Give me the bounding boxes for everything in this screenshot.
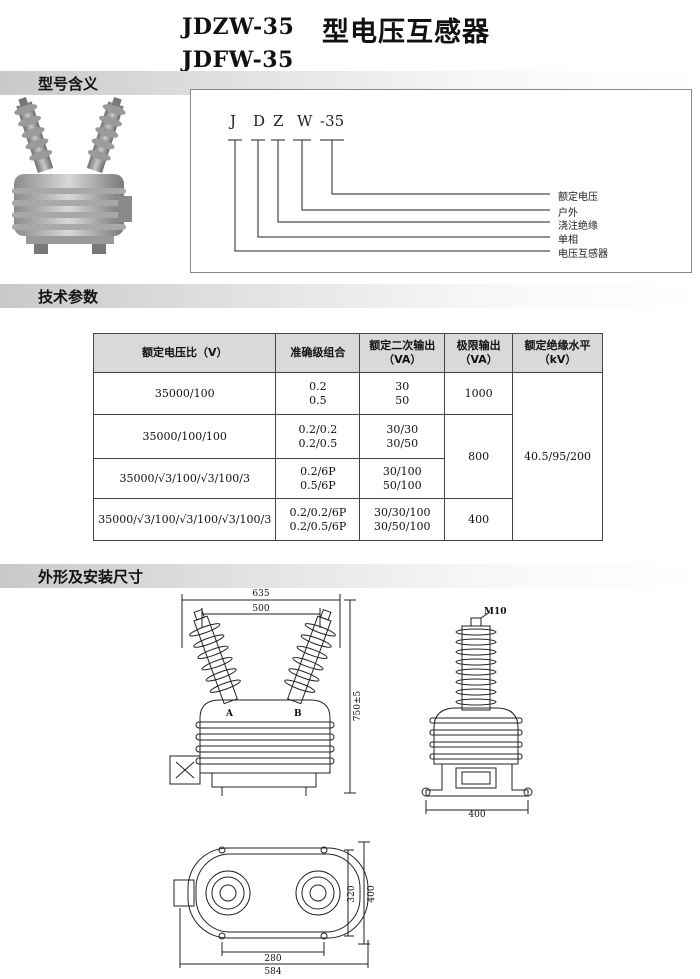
- dim-height: 750±5: [353, 691, 363, 722]
- cell-ratio: 35000/100/100: [92, 414, 277, 459]
- model-code-z: Z: [273, 112, 284, 130]
- table-row: 35000/100 0.2 0.5 30 50 1000 40.5/95/200: [92, 372, 603, 541]
- cell-output: 30/100 50/100: [359, 458, 446, 499]
- dim-bushing-spacing: 500: [252, 604, 269, 614]
- cell-limit-output: 400: [444, 498, 514, 541]
- table-row: 35000/√3/100/√3/100/√3/100/3 0.2/0.2/6P …: [92, 498, 603, 541]
- meaning-cast-insulation: 浇注绝缘: [558, 221, 598, 232]
- cell-limit-output: 1000: [444, 372, 514, 415]
- model-title-jdzw: JDZW-35: [182, 14, 295, 40]
- model-code-voltage: -35: [320, 112, 345, 130]
- cell-accuracy: 0.2/6P 0.5/6P: [275, 458, 361, 499]
- side-view-drawing: M10 400: [421, 607, 533, 819]
- cell-output: 30 50: [359, 372, 446, 415]
- cell-output: 30/30 30/50: [359, 414, 446, 459]
- section-title-tech-params: 技术参数: [38, 288, 99, 306]
- table-row: 35000/100/100 0.2/0.2 0.2/0.5 30/30 30/5…: [92, 414, 603, 499]
- table-row: 35000/√3/100/√3/100/3 0.2/6P 0.5/6P 30/1…: [92, 458, 603, 499]
- header-accuracy: 准确级组合: [275, 333, 361, 373]
- model-code-d: D: [253, 112, 266, 130]
- dim-base-width: 400: [468, 810, 485, 819]
- dim-overall-width: 635: [252, 589, 269, 599]
- dim-hole-spacing: 280: [264, 954, 281, 964]
- meaning-rated-voltage: 额定电压: [558, 192, 598, 203]
- terminal-a-label: A: [225, 709, 234, 719]
- cell-accuracy: 0.2/0.2/6P 0.2/0.5/6P: [275, 498, 361, 541]
- meaning-outdoor: 户外: [558, 208, 578, 219]
- cell-insulation: 40.5/95/200: [512, 372, 603, 541]
- product-title: 型电压互感器: [322, 17, 490, 48]
- dim-inner-depth: 320: [347, 885, 357, 902]
- header-output: 额定二次输出（VA）: [359, 333, 446, 373]
- header-ratio: 额定电压比（V）: [92, 333, 277, 373]
- spec-table: 额定电压比（V） 准确级组合 额定二次输出（VA） 极限输出（VA） 额定绝缘水…: [92, 333, 603, 541]
- dim-overall-width-plan: 584: [264, 967, 281, 976]
- header-insulation: 额定绝缘水平（kV）: [512, 333, 603, 373]
- terminal-b-label: B: [294, 709, 302, 719]
- model-code-box: [190, 89, 692, 273]
- cell-ratio: 35000/100: [92, 372, 277, 415]
- bolt-label: M10: [484, 607, 507, 617]
- cell-ratio: 35000/√3/100/√3/100/√3/100/3: [92, 498, 277, 541]
- meaning-single-phase: 单相: [558, 235, 578, 246]
- model-code-j: J: [230, 112, 237, 130]
- section-title-model-meaning: 型号含义: [38, 75, 99, 93]
- model-code-leader-lines: [228, 139, 550, 252]
- cell-accuracy: 0.2/0.2 0.2/0.5: [275, 414, 361, 459]
- cell-limit-output: 800: [444, 414, 514, 499]
- model-code-w: W: [297, 112, 313, 130]
- section-bar-dimensions: [0, 564, 700, 588]
- header-limit-output: 极限输出（VA）: [444, 333, 514, 373]
- cell-accuracy: 0.2 0.5: [275, 372, 361, 415]
- cell-ratio: 35000/√3/100/√3/100/3: [92, 458, 277, 499]
- dim-outer-depth: 400: [367, 885, 377, 902]
- section-bar-tech-params: [0, 284, 700, 308]
- cell-output: 30/30/100 30/50/100: [359, 498, 446, 541]
- table-header-row: 额定电压比（V） 准确级组合 额定二次输出（VA） 极限输出（VA） 额定绝缘水…: [92, 333, 603, 373]
- plan-view-drawing: 320 400 280 584: [173, 841, 377, 976]
- section-title-dimensions: 外形及安装尺寸: [38, 568, 144, 586]
- model-title-jdfw: JDFW-35: [182, 47, 294, 73]
- front-view-drawing: 635 500 750±5 A B: [169, 589, 363, 796]
- product-photo: [12, 96, 132, 254]
- meaning-voltage-transformer: 电压互感器: [558, 249, 608, 260]
